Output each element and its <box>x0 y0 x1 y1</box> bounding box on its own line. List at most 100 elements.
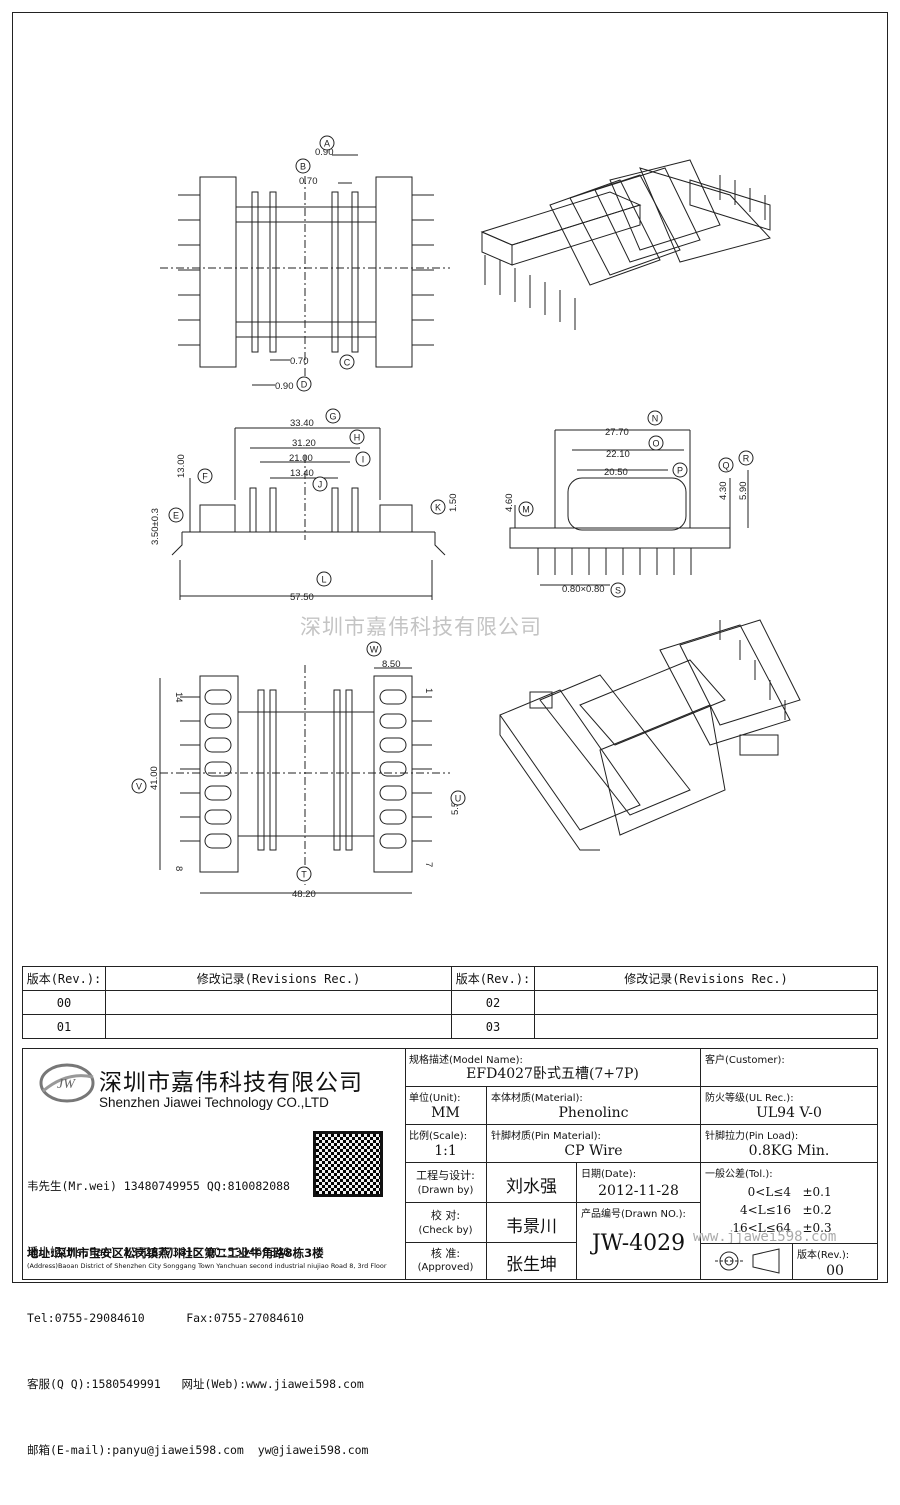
front-view <box>171 427 446 600</box>
dim-G: 33.40 <box>290 418 314 429</box>
dim-C: 0.70 <box>290 356 309 367</box>
check-caption-cn: 校 对: <box>430 1209 461 1222</box>
qr-code-icon <box>313 1131 383 1197</box>
customer-cell: 客户(Customer): <box>701 1049 877 1087</box>
approved-value: 张生坤 <box>506 1255 557 1275</box>
pin-material-value: CP Wire <box>564 1143 623 1159</box>
technical-drawing: 0.90 0.70 0.70 0.90 33.40 31.20 21.00 13… <box>131 135 801 900</box>
callout-letter-C: C <box>344 358 351 368</box>
rec-cell <box>105 990 452 1015</box>
callout-circle-O <box>648 435 664 451</box>
bottom-view <box>159 665 450 894</box>
dim-A: 0.90 <box>315 147 334 158</box>
dim-P: 20.50 <box>604 467 628 478</box>
rev-header-1: 版本(Rev.): <box>22 966 106 991</box>
check-value: 韦景川 <box>506 1217 557 1237</box>
callout-letter-A: A <box>324 139 330 149</box>
callout-circle-I <box>355 451 371 467</box>
dim-I: 21.00 <box>289 453 313 464</box>
drawn-value-cell: 刘水强 <box>487 1163 577 1203</box>
ul-cell: 防火等级(UL Rec.): UL94 V-0 <box>701 1087 877 1125</box>
drawing-number-cell: 产品编号(Drawn NO.): JW-4029 <box>577 1203 701 1279</box>
revision-value: 00 <box>826 1263 844 1279</box>
company-name-cn: 深圳市嘉伟科技有限公司 <box>99 1070 363 1096</box>
material-cell: 本体材质(Material): Phenolinc <box>487 1087 701 1125</box>
rec-header-1: 修改记录(Revisions Rec.) <box>105 966 452 991</box>
revision-table: 版本(Rev.): 修改记录(Revisions Rec.) 版本(Rev.):… <box>22 966 878 1039</box>
ul-caption: 防火等级(UL Rec.): <box>705 1093 794 1104</box>
pin-8-label: 8 <box>173 866 184 871</box>
unit-caption: 单位(Unit): <box>409 1093 461 1104</box>
callout-circle-B <box>295 158 311 174</box>
callout-circle-L <box>316 571 332 587</box>
callout-circle-E <box>168 507 184 523</box>
dim-M: 4.60 <box>504 494 515 513</box>
callout-circle-F <box>197 468 213 484</box>
watermark-text: 深圳市嘉伟科技有限公司 <box>300 615 542 639</box>
callout-letter-W: W <box>370 645 379 655</box>
iso-view-2 <box>499 619 801 851</box>
pin-7-label: 7 <box>423 862 434 867</box>
dim-F: 13.00 <box>176 454 187 478</box>
model-value: EFD4027卧式五槽(7+7P) <box>466 1066 639 1082</box>
model-caption: 规格描述(Model Name): <box>409 1055 523 1066</box>
pin-material-cell: 针脚材质(Pin Material): CP Wire <box>487 1125 701 1163</box>
top-view <box>160 154 450 386</box>
check-value-cell: 韦景川 <box>487 1203 577 1243</box>
callout-letter-H: H <box>354 433 361 443</box>
side-view <box>509 429 749 586</box>
rec-cell <box>105 1014 452 1039</box>
callout-letter-N: N <box>652 414 659 424</box>
tolerance-table: 0<L≤4 ±0.1 4<L≤16 ±0.2 16<L≤64 ±0.3 <box>732 1185 832 1235</box>
callout-letter-I: I <box>362 455 365 465</box>
callout-letter-S: S <box>615 586 621 596</box>
dim-S: 0.80×0.80 <box>562 584 605 595</box>
drawn-caption-cell: 工程与设计: (Drawn by) <box>405 1163 487 1203</box>
callout-circle-K <box>430 499 446 515</box>
callout-letter-V: V <box>136 782 142 792</box>
approved-caption-en: (Approved) <box>417 1262 474 1273</box>
drawn-value: 刘水强 <box>506 1177 557 1197</box>
callout-circle-G <box>325 408 341 424</box>
callout-circle-R <box>738 450 754 466</box>
callout-letter-G: G <box>329 412 336 422</box>
rec-cell <box>534 1014 878 1039</box>
tolerance-caption: 一般公差(Tol.): <box>705 1169 773 1180</box>
company-logo: JW <box>39 1063 95 1103</box>
callout-circle-M <box>518 501 534 517</box>
pin-1-label: 1 <box>423 688 434 693</box>
site-watermark: www.jjawei598.com <box>693 1229 837 1245</box>
tolerance-cell: 一般公差(Tol.): 0<L≤4 ±0.1 4<L≤16 ±0.2 16<L≤… <box>701 1163 877 1243</box>
callout-letter-F: F <box>202 472 208 482</box>
date-caption: 日期(Date): <box>581 1169 637 1180</box>
pin-load-value: 0.8KG Min. <box>748 1143 830 1159</box>
scale-cell: 比例(Scale): 1:1 <box>405 1125 487 1163</box>
callout-letter-D: D <box>301 380 308 390</box>
customer-caption: 客户(Customer): <box>705 1055 785 1066</box>
rec-cell <box>534 990 878 1015</box>
callout-letter-L: L <box>321 575 326 585</box>
dim-R: 5.90 <box>738 482 749 501</box>
contact-line: 邮箱(E-mail):panyu@jiawei598.com yw@jiawei… <box>27 1443 369 1457</box>
rev-cell: 02 <box>451 990 535 1015</box>
rev-cell: 00 <box>22 990 106 1015</box>
callout-circle-Q <box>718 457 734 473</box>
title-block: JW 深圳市嘉伟科技有限公司 Shenzhen Jiawei Technolog… <box>22 1048 878 1457</box>
callout-letter-B: B <box>300 162 306 172</box>
model-cell: 规格描述(Model Name): EFD4027卧式五槽(7+7P) <box>405 1049 701 1087</box>
dim-J: 13.40 <box>290 468 314 479</box>
date-value: 2012-11-28 <box>598 1183 679 1199</box>
callout-letter-U: U <box>455 794 462 804</box>
dim-O: 22.10 <box>606 449 630 460</box>
dim-Q: 4.30 <box>718 482 729 501</box>
approved-caption-cell: 核 准: (Approved) <box>405 1243 487 1279</box>
callout-circle-A <box>319 135 335 151</box>
drawing-number-value: JW-4029 <box>591 1231 686 1256</box>
dim-L: 57.50 <box>290 592 314 603</box>
callout-circle-U <box>450 790 466 806</box>
callout-circle-P <box>672 462 688 478</box>
dim-E: 3.50±0.3 <box>150 508 161 545</box>
callout-circle-W <box>366 641 382 657</box>
rev-header-2: 版本(Rev.): <box>451 966 535 991</box>
